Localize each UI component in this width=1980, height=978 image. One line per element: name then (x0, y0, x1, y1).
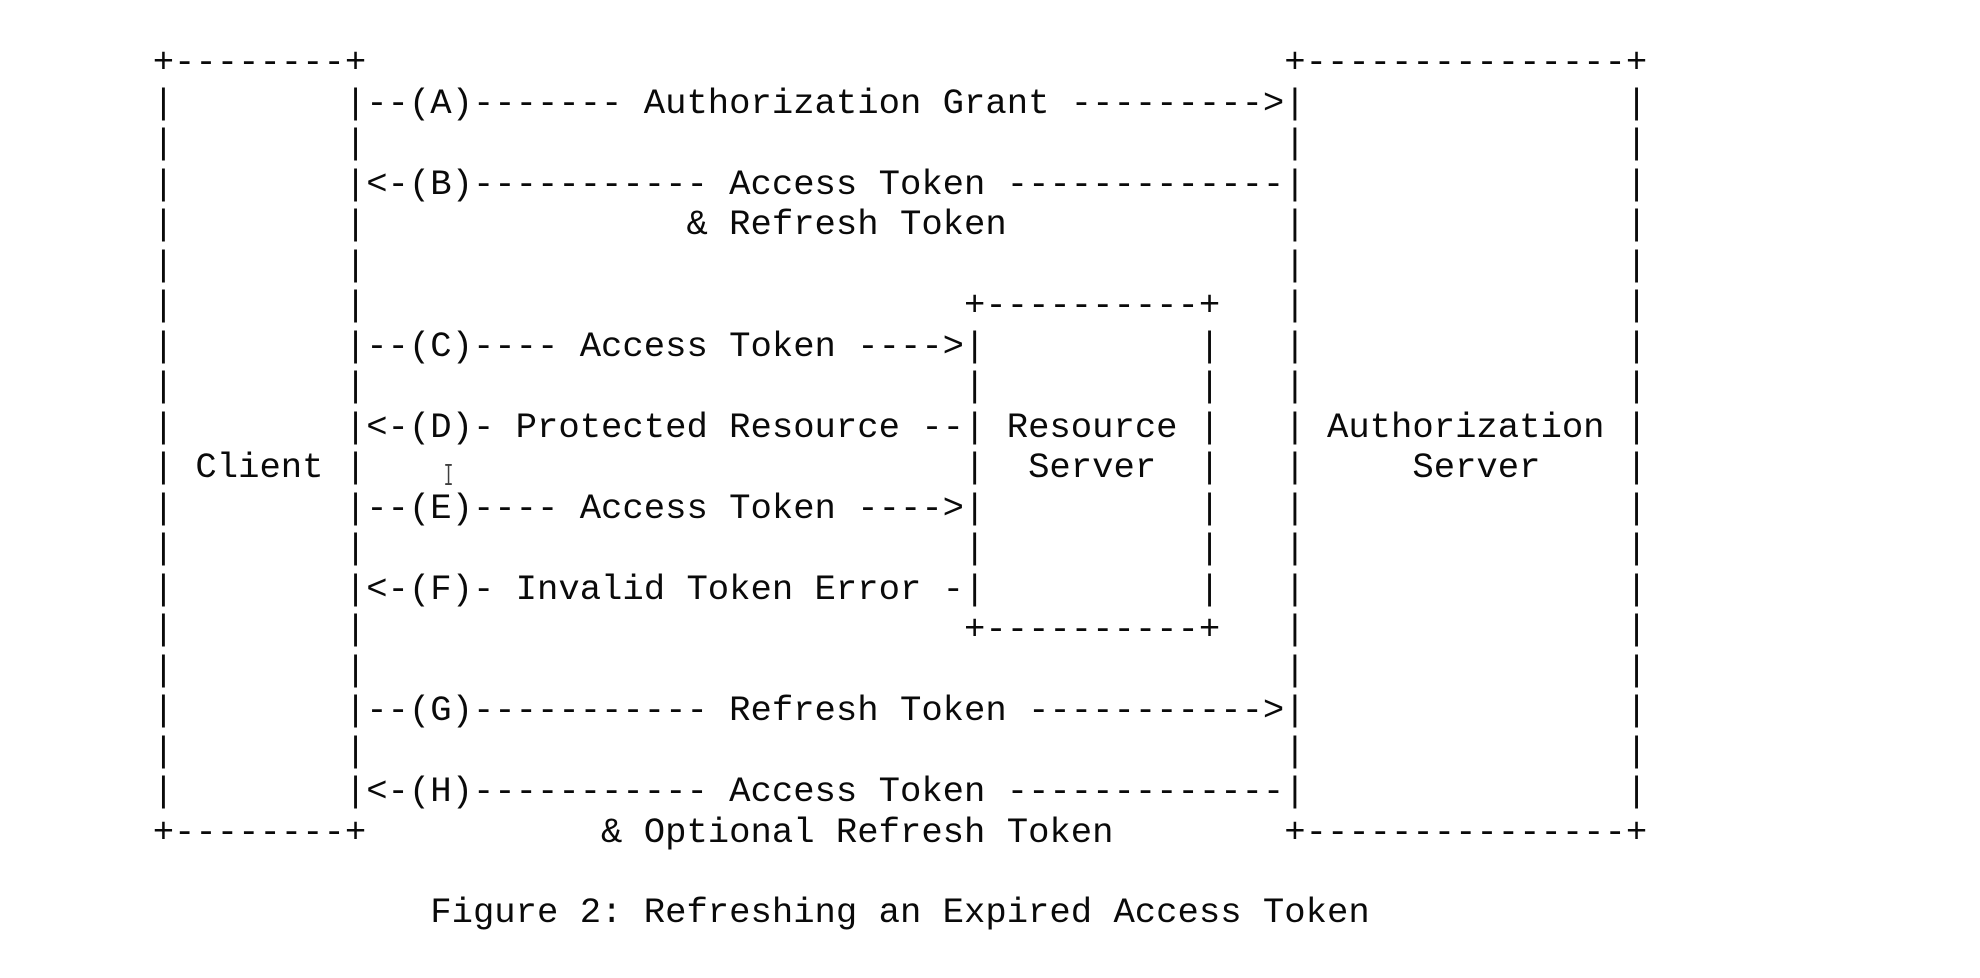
figure-caption: Figure 2: Refreshing an Expired Access T… (430, 892, 1370, 933)
oauth-token-refresh-flow-diagram: +--------+ +---------------+ | |--(A)---… (152, 42, 1648, 853)
i-beam-cursor (445, 464, 452, 485)
